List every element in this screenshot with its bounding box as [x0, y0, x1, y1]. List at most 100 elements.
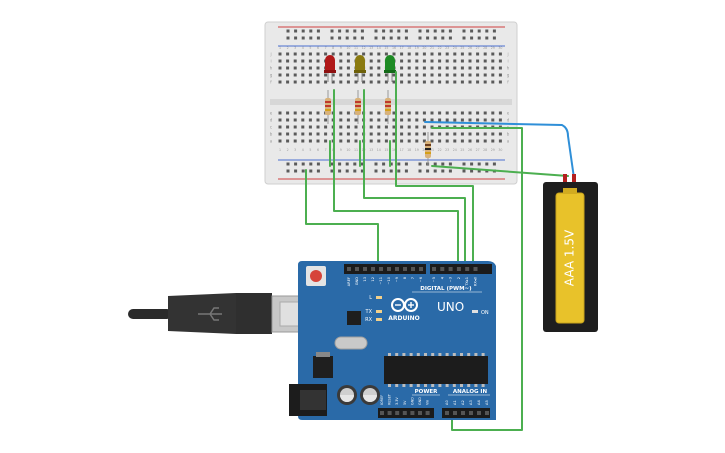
- breadboard-hole[interactable]: [453, 132, 457, 136]
- breadboard-hole[interactable]: [339, 80, 343, 84]
- breadboard-hole[interactable]: [430, 73, 434, 77]
- breadboard-hole[interactable]: [400, 52, 404, 56]
- breadboard-hole[interactable]: [415, 111, 419, 115]
- reset-button[interactable]: [310, 270, 322, 282]
- power-pin-hole[interactable]: [418, 411, 422, 415]
- breadboard-hole[interactable]: [354, 132, 358, 136]
- breadboard-hole[interactable]: [468, 80, 472, 84]
- breadboard-hole[interactable]: [384, 80, 388, 84]
- breadboard-rail-hole[interactable]: [404, 36, 408, 40]
- breadboard-hole[interactable]: [445, 139, 449, 143]
- breadboard-hole[interactable]: [377, 73, 381, 77]
- breadboard-hole[interactable]: [331, 73, 335, 77]
- breadboard-rail-hole[interactable]: [404, 29, 408, 33]
- breadboard-hole[interactable]: [308, 139, 312, 143]
- breadboard-hole[interactable]: [316, 52, 320, 56]
- breadboard-rail-hole[interactable]: [470, 169, 474, 173]
- breadboard-rail-hole[interactable]: [441, 36, 445, 40]
- breadboard-hole[interactable]: [468, 52, 472, 56]
- breadboard-hole[interactable]: [491, 59, 495, 63]
- analog-pin-hole[interactable]: [445, 411, 449, 415]
- breadboard-hole[interactable]: [445, 111, 449, 115]
- power-pin-hole[interactable]: [425, 411, 430, 415]
- breadboard-hole[interactable]: [491, 118, 495, 122]
- breadboard-hole[interactable]: [308, 125, 312, 129]
- breadboard-hole[interactable]: [476, 59, 480, 63]
- breadboard-hole[interactable]: [324, 52, 328, 56]
- power-pin-hole[interactable]: [402, 411, 407, 415]
- breadboard-rail-hole[interactable]: [418, 162, 422, 166]
- breadboard-hole[interactable]: [384, 125, 388, 129]
- breadboard-hole[interactable]: [438, 52, 442, 56]
- breadboard-hole[interactable]: [438, 66, 442, 70]
- breadboard-hole[interactable]: [476, 139, 480, 143]
- breadboard-rail-hole[interactable]: [485, 36, 489, 40]
- header-pin-hole[interactable]: [395, 267, 399, 271]
- breadboard-rail-hole[interactable]: [462, 162, 466, 166]
- breadboard-hole[interactable]: [316, 59, 320, 63]
- breadboard-hole[interactable]: [438, 139, 442, 143]
- breadboard-hole[interactable]: [422, 111, 426, 115]
- breadboard-hole[interactable]: [476, 111, 480, 115]
- breadboard-hole[interactable]: [346, 80, 350, 84]
- breadboard-rail-hole[interactable]: [492, 29, 496, 33]
- resistor-green-led[interactable]: [385, 90, 391, 124]
- breadboard-rail-hole[interactable]: [374, 29, 378, 33]
- breadboard-hole[interactable]: [384, 73, 388, 77]
- breadboard-hole[interactable]: [400, 80, 404, 84]
- header-pin-hole[interactable]: [473, 267, 478, 271]
- breadboard-hole[interactable]: [453, 73, 457, 77]
- resistor-yellow-led[interactable]: [355, 90, 361, 124]
- breadboard-hole[interactable]: [453, 111, 457, 115]
- breadboard-rail-hole[interactable]: [462, 36, 466, 40]
- resistor-red-led[interactable]: [325, 90, 331, 124]
- breadboard-hole[interactable]: [407, 111, 411, 115]
- breadboard-hole[interactable]: [377, 125, 381, 129]
- breadboard-hole[interactable]: [453, 118, 457, 122]
- breadboard-rail-hole[interactable]: [470, 162, 474, 166]
- header-pin-hole[interactable]: [371, 267, 375, 271]
- breadboard-rail-hole[interactable]: [301, 36, 305, 40]
- breadboard-hole[interactable]: [392, 125, 396, 129]
- breadboard-hole[interactable]: [301, 139, 305, 143]
- header-pin-hole[interactable]: [379, 267, 383, 271]
- breadboard-rail-hole[interactable]: [301, 169, 305, 173]
- wire-red-led-signal[interactable]: [333, 89, 459, 268]
- power-pin-hole[interactable]: [387, 411, 392, 415]
- breadboard-hole[interactable]: [415, 66, 419, 70]
- breadboard-rail-hole[interactable]: [382, 36, 386, 40]
- header-pin-hole[interactable]: [363, 267, 367, 271]
- breadboard-rail-hole[interactable]: [316, 169, 320, 173]
- breadboard-hole[interactable]: [369, 125, 373, 129]
- breadboard-hole[interactable]: [377, 118, 381, 122]
- breadboard-hole[interactable]: [483, 80, 487, 84]
- header-pin-hole[interactable]: [432, 267, 436, 271]
- breadboard-hole[interactable]: [369, 52, 373, 56]
- breadboard-rail-hole[interactable]: [316, 29, 320, 33]
- breadboard-hole[interactable]: [339, 132, 343, 136]
- breadboard-hole[interactable]: [407, 139, 411, 143]
- breadboard-hole[interactable]: [369, 118, 373, 122]
- breadboard-hole[interactable]: [346, 118, 350, 122]
- breadboard-rail-hole[interactable]: [448, 169, 452, 173]
- breadboard-rail-hole[interactable]: [345, 169, 349, 173]
- breadboard-hole[interactable]: [308, 80, 312, 84]
- breadboard-hole[interactable]: [422, 59, 426, 63]
- breadboard-hole[interactable]: [430, 111, 434, 115]
- analog-pin-hole[interactable]: [453, 411, 457, 415]
- header-pin-hole[interactable]: [419, 267, 423, 271]
- breadboard-hole[interactable]: [400, 132, 404, 136]
- breadboard-rail-hole[interactable]: [441, 162, 445, 166]
- breadboard-hole[interactable]: [498, 80, 502, 84]
- breadboard-hole[interactable]: [278, 80, 282, 84]
- breadboard-rail-hole[interactable]: [470, 29, 474, 33]
- breadboard-hole[interactable]: [316, 66, 320, 70]
- breadboard-rail-hole[interactable]: [338, 169, 342, 173]
- breadboard-rail-hole[interactable]: [433, 169, 437, 173]
- breadboard-hole[interactable]: [438, 73, 442, 77]
- breadboard-rail-hole[interactable]: [353, 162, 357, 166]
- breadboard-rail-hole[interactable]: [426, 29, 430, 33]
- power-pin-hole[interactable]: [380, 411, 384, 415]
- breadboard-rail-hole[interactable]: [330, 169, 334, 173]
- breadboard-rail-hole[interactable]: [345, 36, 349, 40]
